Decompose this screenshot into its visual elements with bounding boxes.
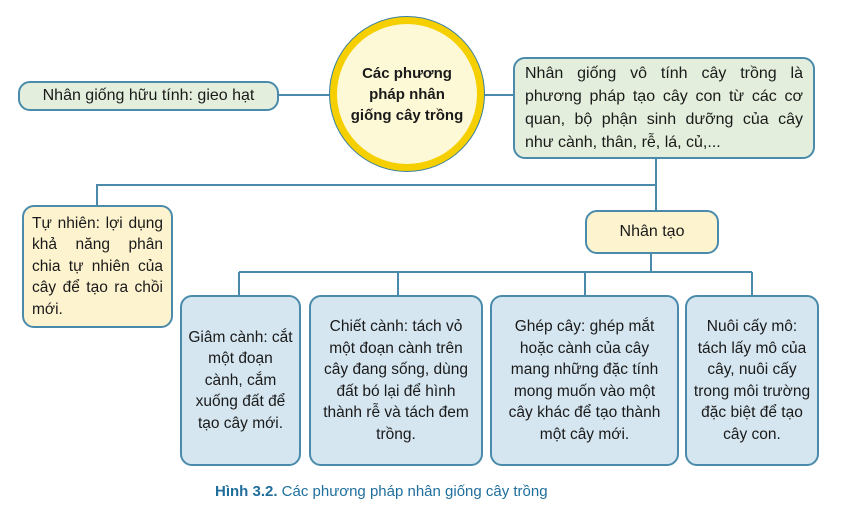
center-node: Các phương pháp nhân giống cây trồng bbox=[329, 16, 485, 172]
method-cutting-text: Giâm cành: cắt một đoạn cành, cắm xuống … bbox=[188, 328, 293, 432]
method-tissue-culture-node: Nuôi cấy mô: tách lấy mô của cây, nuôi c… bbox=[685, 295, 819, 466]
asexual-propagation-node: Nhân giống vô tính cây trồng là phương p… bbox=[513, 57, 815, 159]
connector-natural bbox=[96, 184, 656, 206]
method-layering-node: Chiết cành: tách vỏ một đoạn cành trên c… bbox=[309, 295, 483, 466]
sexual-propagation-node: Nhân giống hữu tính: gieo hạt bbox=[18, 81, 279, 111]
figure-caption: Hình 3.2. Các phương pháp nhân giống cây… bbox=[215, 483, 548, 500]
method-cutting-node: Giâm cành: cắt một đoạn cành, cắm xuống … bbox=[180, 295, 301, 466]
sexual-propagation-text: Nhân giống hữu tính: gieo hạt bbox=[42, 87, 255, 105]
method-grafting-text: Ghép cây: ghép mắt hoặc cành của cây man… bbox=[508, 318, 661, 443]
artificial-method-text: Nhân tạo bbox=[619, 223, 685, 241]
natural-method-text: Tự nhiên: lợi dụng khả năng phân chia tự… bbox=[32, 214, 163, 318]
natural-method-node: Tự nhiên: lợi dụng khả năng phân chia tự… bbox=[22, 205, 173, 328]
method-layering-text: Chiết cành: tách vỏ một đoạn cành trên c… bbox=[323, 318, 469, 443]
method-grafting-node: Ghép cây: ghép mắt hoặc cành của cây man… bbox=[490, 295, 679, 466]
method-tissue-culture-text: Nuôi cấy mô: tách lấy mô của cây, nuôi c… bbox=[693, 318, 811, 443]
asexual-propagation-text: Nhân giống vô tính cây trồng là phương p… bbox=[525, 65, 803, 151]
artificial-method-node: Nhân tạo bbox=[585, 210, 719, 254]
caption-text: Các phương pháp nhân giống cây trồng bbox=[277, 483, 548, 500]
caption-label: Hình 3.2. bbox=[215, 483, 278, 500]
center-title: Các phương pháp nhân giống cây trồng bbox=[337, 24, 477, 164]
